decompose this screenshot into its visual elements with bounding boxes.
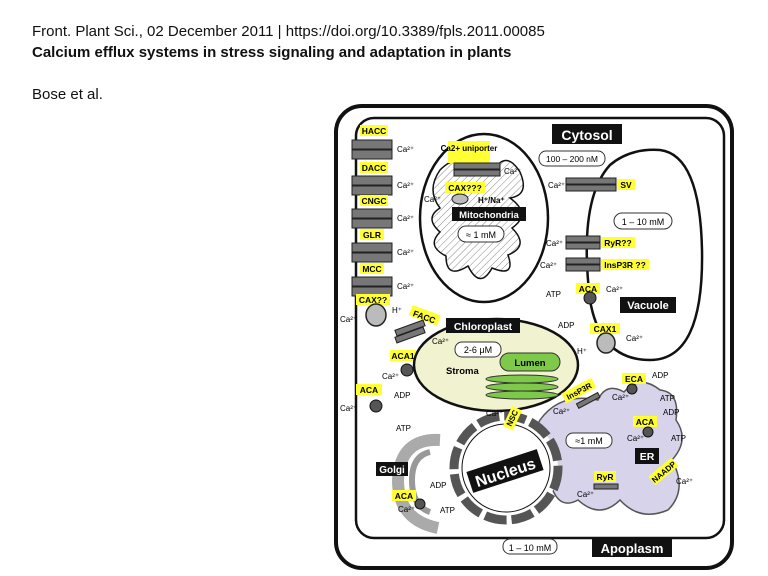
- ca-ion-label: Ca²⁺: [553, 407, 570, 416]
- dacc-label: DACC: [362, 163, 387, 173]
- ca-ion-label: Ca²⁺: [397, 145, 414, 154]
- mito-concentration: ≈ 1 mM: [466, 230, 496, 240]
- ca-ion-label: Ca²⁺: [424, 195, 441, 204]
- aca-er-label: ACA: [636, 417, 654, 427]
- ca-ion-label: Ca²⁺: [606, 285, 623, 294]
- vacuole-concentration: 1 – 10 mM: [622, 217, 665, 227]
- er-label: ER: [640, 451, 655, 463]
- atp-label: ATP: [660, 394, 675, 403]
- ca-ion-label: Ca²⁺: [612, 393, 629, 402]
- ca-ion-label: Ca²⁺: [397, 248, 414, 257]
- cngc-label: CNGC: [361, 196, 386, 206]
- adp-label: ADP: [558, 321, 574, 330]
- ca-ion-label: Ca²⁺: [340, 315, 357, 324]
- figure-header: Front. Plant Sci., 02 December 2011 | ht…: [32, 22, 752, 105]
- lumen-label: Lumen: [514, 358, 545, 369]
- ca-ion-label: Ca²⁺: [486, 409, 503, 418]
- adp-label: ADP: [394, 391, 410, 400]
- sv-label: SV: [620, 180, 632, 190]
- chloroplast-concentration: 2-6 μM: [464, 345, 492, 355]
- atp-label: ATP: [671, 434, 686, 443]
- paper-title: Calcium efflux systems in stress signali…: [32, 44, 512, 61]
- chloroplast: Chloroplast 2-6 μM Stroma Lumen FACC Ca²…: [394, 305, 580, 413]
- adp-label: ADP: [430, 481, 446, 490]
- er-concentration: ≈1 mM: [575, 436, 602, 446]
- aca-pm-label: ACA: [360, 385, 378, 395]
- eca-label: ECA: [625, 374, 643, 384]
- insp3r-vacuole-label: InsP3R ??: [604, 260, 646, 270]
- apoplasm-label: Apoplasm: [601, 541, 664, 556]
- atp-label: ATP: [546, 290, 561, 299]
- ca-ion-label: Ca²⁺: [627, 434, 644, 443]
- h-ion-label: H⁺: [392, 306, 402, 315]
- aca-vacuole-label: ACA: [579, 284, 597, 294]
- cax-pm-label: CAX??: [359, 295, 387, 305]
- authors-line: Bose et al.: [32, 86, 103, 103]
- ryr-er-label: RyR: [596, 472, 613, 482]
- ca-ion-label: Ca²⁺: [504, 167, 521, 176]
- nucleus: Nucleus NSC Ca²⁺: [449, 405, 563, 525]
- ca-ion-label: Ca²⁺: [397, 181, 414, 190]
- hacc-label: HACC: [362, 126, 387, 136]
- cytosol-concentration: 100 – 200 nM: [546, 154, 598, 164]
- cax1-label: CAX1: [594, 324, 617, 334]
- ca-ion-label: Ca²⁺: [540, 261, 557, 270]
- h-ion-label: H⁺: [577, 347, 587, 356]
- ca-ion-label: Ca²⁺: [397, 214, 414, 223]
- ca-ion-label: Ca²⁺: [398, 505, 415, 514]
- adp-label: ADP: [663, 408, 679, 417]
- ca-ion-label: Ca²⁺: [626, 334, 643, 343]
- ca-ion-label: Ca²⁺: [577, 490, 594, 499]
- ca-ion-label: Ca²⁺: [548, 181, 565, 190]
- ca-ion-label: Ca²⁺: [432, 337, 449, 346]
- apoplasm-concentration: 1 – 10 mM: [509, 543, 552, 553]
- ca-ion-label: Ca²⁺: [382, 372, 399, 381]
- aca-golgi-label: ACA: [395, 491, 413, 501]
- atp-label: ATP: [440, 506, 455, 515]
- h-na-label: H⁺/Na⁺: [478, 196, 505, 205]
- cax-mito-label: CAX???: [448, 183, 482, 193]
- atp-label: ATP: [396, 424, 411, 433]
- golgi-label: Golgi: [379, 465, 405, 476]
- vacuole-label: Vacuole: [627, 300, 669, 312]
- ca-uniporter-label: Ca2+ uniporter: [441, 144, 498, 153]
- golgi: Golgi ACA ADP ATP Ca²⁺: [376, 433, 455, 534]
- cytosol-label: Cytosol: [561, 127, 612, 143]
- citation-line: Front. Plant Sci., 02 December 2011 | ht…: [32, 23, 545, 40]
- chloroplast-label: Chloroplast: [454, 321, 513, 333]
- adp-label: ADP: [652, 371, 668, 380]
- aca1-label: ACA1: [391, 351, 414, 361]
- ca-ion-label: Ca²⁺: [546, 239, 563, 248]
- stroma-label: Stroma: [446, 366, 479, 377]
- ca-ion-label: Ca²⁺: [340, 404, 357, 413]
- mcc-label: MCC: [362, 264, 381, 274]
- ca-ion-label: Ca²⁺: [676, 477, 693, 486]
- glr-label: GLR: [363, 230, 381, 240]
- mitochondrion: Ca2+ uniporter Ca²⁺ CAX??? Ca²⁺ H⁺/Na⁺ M…: [418, 132, 550, 304]
- vacuole: 1 – 10 mM Vacuole SV Ca²⁺ RyR?? Ca²⁺ Ins…: [540, 148, 704, 362]
- mitochondria-label: Mitochondria: [459, 210, 519, 221]
- ca-ion-label: Ca²⁺: [397, 282, 414, 291]
- ryr-vacuole-label: RyR??: [604, 238, 631, 248]
